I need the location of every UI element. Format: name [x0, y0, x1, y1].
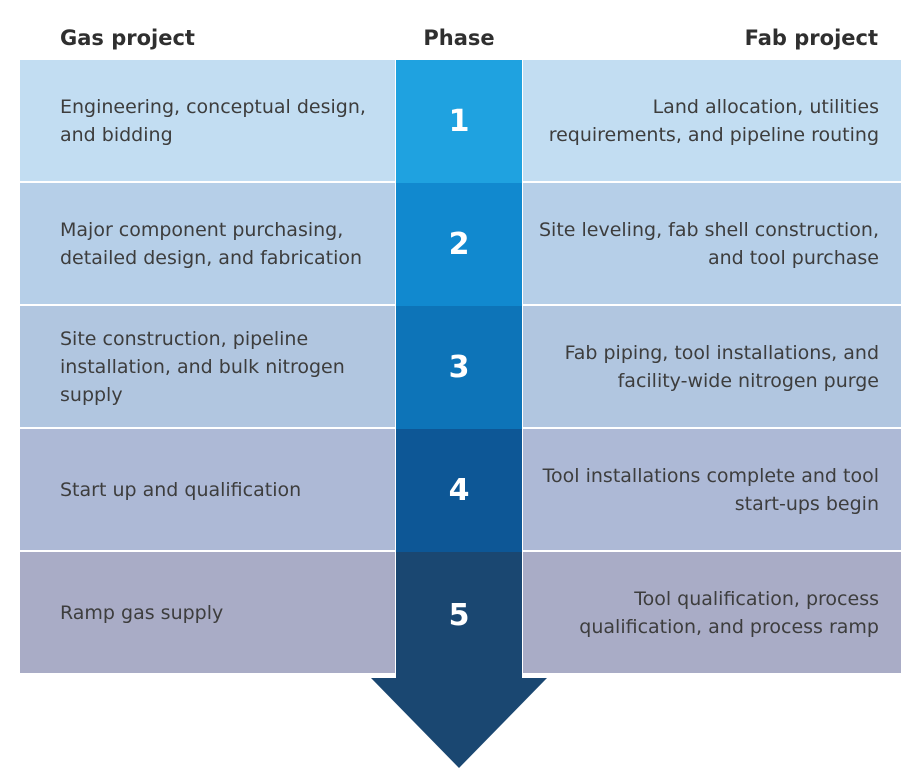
gas-project-cell: Start up and qualification — [20, 429, 395, 550]
fab-project-cell: Tool qualification, process qualificatio… — [523, 552, 901, 673]
phase-row-3: Site construction, pipeline installation… — [20, 306, 901, 427]
phase-number-4: 4 — [396, 429, 522, 552]
fab-project-cell: Fab piping, tool installations, and faci… — [523, 306, 901, 427]
fab-project-cell: Land allocation, utilities requirements,… — [523, 60, 901, 181]
gas-project-text: Start up and qualification — [60, 478, 302, 501]
gas-project-cell: Site construction, pipeline installation… — [20, 306, 395, 427]
phase-header: Phase — [423, 26, 495, 50]
phase-row-1: Engineering, conceptual design, and bidd… — [20, 60, 901, 181]
arrow-head — [371, 678, 547, 768]
fab-project-text: Land allocation, utilities requirements,… — [548, 95, 879, 146]
fab-project-text: Site leveling, fab shell construction, a… — [538, 218, 879, 269]
gas-project-text: Major component purchasing, detailed des… — [60, 218, 363, 269]
phase-number-1: 1 — [396, 60, 522, 183]
gas-project-text: Ramp gas supply — [60, 601, 224, 624]
fab-project-header: Fab project — [744, 26, 878, 50]
fab-project-cell: Tool installations complete and tool sta… — [523, 429, 901, 550]
fab-project-cell: Site leveling, fab shell construction, a… — [523, 183, 901, 304]
phase-number-3: 3 — [396, 306, 522, 429]
gas-project-cell: Engineering, conceptual design, and bidd… — [20, 60, 395, 181]
gas-project-header: Gas project — [60, 26, 195, 50]
phase-row-4: Start up and qualification Tool installa… — [20, 429, 901, 550]
fab-project-text: Fab piping, tool installations, and faci… — [564, 341, 879, 392]
gas-project-cell: Ramp gas supply — [20, 552, 395, 673]
fab-project-text: Tool installations complete and tool sta… — [542, 464, 879, 515]
phase-number-2: 2 — [396, 183, 522, 306]
gas-project-text: Site construction, pipeline installation… — [60, 327, 345, 406]
phase-row-2: Major component purchasing, detailed des… — [20, 183, 901, 304]
phase-row-5: Ramp gas supply Tool qualification, proc… — [20, 552, 901, 673]
fab-project-text: Tool qualification, process qualificatio… — [579, 587, 879, 638]
gas-project-cell: Major component purchasing, detailed des… — [20, 183, 395, 304]
phase-number-5: 5 — [396, 552, 522, 678]
gas-project-text: Engineering, conceptual design, and bidd… — [60, 95, 366, 146]
